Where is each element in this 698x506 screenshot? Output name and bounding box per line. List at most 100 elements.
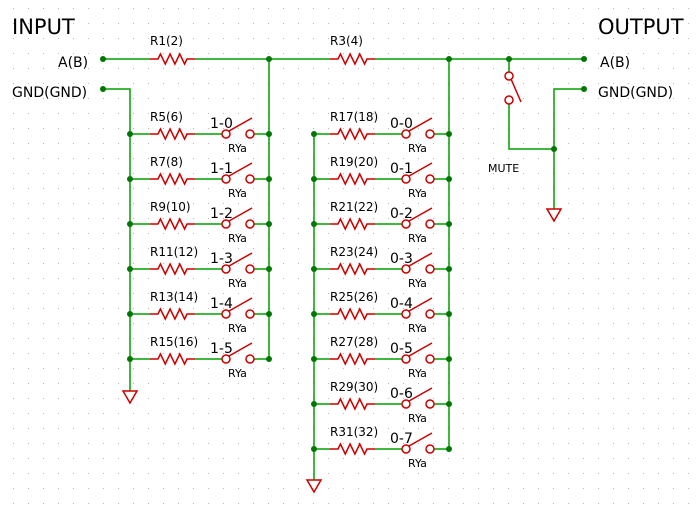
node-bank0-left-4 bbox=[311, 311, 317, 317]
node-bank1-left-4 bbox=[127, 311, 133, 317]
input-gnd-label: GND(GND) bbox=[12, 85, 87, 101]
ground-output bbox=[545, 208, 563, 223]
node-bank0-left-3 bbox=[311, 266, 317, 272]
output-signal-label: A(B) bbox=[600, 55, 630, 71]
bank1-resistor-label-1: R7(8) bbox=[150, 155, 183, 169]
resistor-bank0-3 bbox=[330, 262, 375, 276]
bank1-relay-label-2: RYa bbox=[228, 232, 247, 245]
bank1-switch-label-5: 1-5 bbox=[210, 341, 233, 357]
node-input-gnd bbox=[100, 86, 106, 92]
node-mute-top bbox=[506, 56, 512, 62]
labels: INPUT OUTPUT A(B) GND(GND) A(B) GND(GND)… bbox=[12, 15, 684, 470]
switch-bank1-1 bbox=[221, 162, 255, 184]
node-bank1-right-4 bbox=[266, 311, 272, 317]
bank1-resistor-label-4: R13(14) bbox=[150, 290, 198, 304]
resistor-bank0-0 bbox=[330, 127, 375, 141]
resistor-bank1-1 bbox=[150, 172, 195, 186]
node-bank1-top bbox=[266, 56, 272, 62]
bank0-switch-label-2: 0-2 bbox=[390, 206, 413, 222]
bank1-resistor-label-3: R11(12) bbox=[150, 245, 198, 259]
ground-bank0 bbox=[305, 479, 323, 494]
resistor-r3 bbox=[330, 52, 375, 66]
bank0-resistor-label-0: R17(18) bbox=[330, 110, 378, 124]
wire-output-gnd bbox=[553, 88, 584, 209]
r3-label: R3(4) bbox=[330, 34, 363, 48]
switch-bank1-2 bbox=[221, 207, 255, 229]
bank0-switch-label-0: 0-0 bbox=[390, 116, 413, 132]
bank0-relay-label-5: RYa bbox=[408, 367, 427, 380]
switch-bank0-5 bbox=[401, 342, 435, 364]
switch-bank0-2 bbox=[401, 207, 435, 229]
resistor-bank0-5 bbox=[330, 352, 375, 366]
bank1-relay-label-5: RYa bbox=[228, 367, 247, 380]
switch-bank0-4 bbox=[401, 297, 435, 319]
bank1-relay-label-4: RYa bbox=[228, 322, 247, 335]
ground-input bbox=[121, 390, 139, 405]
bank0-resistor-label-6: R29(30) bbox=[330, 380, 378, 394]
bank0-relay-label-4: RYa bbox=[408, 322, 427, 335]
resistor-bank0-2 bbox=[330, 217, 375, 231]
switch-bank0-7 bbox=[401, 432, 435, 454]
bank0-switch-label-3: 0-3 bbox=[390, 251, 413, 267]
input-signal-label: A(B) bbox=[58, 55, 88, 71]
bank0-resistor-label-2: R21(22) bbox=[330, 200, 378, 214]
output-title: OUTPUT bbox=[598, 15, 684, 39]
switch-bank1-3 bbox=[221, 252, 255, 274]
components bbox=[121, 52, 563, 494]
node-mute-gnd bbox=[551, 146, 557, 152]
node-bank0-top bbox=[446, 56, 452, 62]
node-bank0-right-5 bbox=[446, 356, 452, 362]
switch-bank1-5 bbox=[221, 342, 255, 364]
node-bank0-left-2 bbox=[311, 221, 317, 227]
bank0-switch-label-4: 0-4 bbox=[390, 296, 413, 312]
node-input-signal bbox=[100, 56, 106, 62]
resistor-bank1-0 bbox=[150, 127, 195, 141]
resistor-bank1-3 bbox=[150, 262, 195, 276]
bank0-switch-label-5: 0-5 bbox=[390, 341, 413, 357]
bank0-relay-label-0: RYa bbox=[408, 142, 427, 155]
node-bank1-right-5 bbox=[266, 356, 272, 362]
node-bank0-left-7 bbox=[311, 446, 317, 452]
bank1-resistor-label-5: R15(16) bbox=[150, 335, 198, 349]
bank1-relay-label-3: RYa bbox=[228, 277, 247, 290]
node-bank0-right-4 bbox=[446, 311, 452, 317]
node-bank1-left-1 bbox=[127, 176, 133, 182]
bank1-switch-label-3: 1-3 bbox=[210, 251, 233, 267]
switch-bank1-0 bbox=[221, 117, 255, 139]
node-bank0-left-0 bbox=[311, 131, 317, 137]
resistor-bank0-4 bbox=[330, 307, 375, 321]
node-bank0-left-6 bbox=[311, 401, 317, 407]
resistor-r1 bbox=[150, 52, 195, 66]
node-bank0-right-1 bbox=[446, 176, 452, 182]
bank1-relay-label-0: RYa bbox=[228, 142, 247, 155]
bank1-resistor-label-2: R9(10) bbox=[150, 200, 191, 214]
bank0-switch-label-7: 0-7 bbox=[390, 431, 413, 447]
bank0-relay-label-7: RYa bbox=[408, 457, 427, 470]
node-bank0-right-0 bbox=[446, 131, 452, 137]
switch-bank1-4 bbox=[221, 297, 255, 319]
switch-bank0-6 bbox=[401, 387, 435, 409]
node-bank0-left-1 bbox=[311, 176, 317, 182]
bank0-resistor-label-5: R27(28) bbox=[330, 335, 378, 349]
switch-bank0-3 bbox=[401, 252, 435, 274]
bank0-relay-label-1: RYa bbox=[408, 187, 427, 200]
switch-bank0-0 bbox=[401, 117, 435, 139]
resistor-bank1-4 bbox=[150, 307, 195, 321]
bank1-switch-label-4: 1-4 bbox=[210, 296, 233, 312]
node-bank1-left-2 bbox=[127, 221, 133, 227]
bank0-relay-label-2: RYa bbox=[408, 232, 427, 245]
switch-mute bbox=[504, 71, 522, 105]
bank0-resistor-label-1: R19(20) bbox=[330, 155, 378, 169]
bank1-switch-label-2: 1-2 bbox=[210, 206, 233, 222]
node-bank0-left-5 bbox=[311, 356, 317, 362]
r1-label: R1(2) bbox=[150, 34, 183, 48]
node-bank0-right-7 bbox=[446, 446, 452, 452]
bank1-relay-label-1: RYa bbox=[228, 187, 247, 200]
bank0-switch-label-1: 0-1 bbox=[390, 161, 413, 177]
node-output-gnd bbox=[581, 86, 587, 92]
resistor-bank0-7 bbox=[330, 442, 375, 456]
bank1-switch-label-0: 1-0 bbox=[210, 116, 233, 132]
node-bank1-left-3 bbox=[127, 266, 133, 272]
resistor-bank1-2 bbox=[150, 217, 195, 231]
